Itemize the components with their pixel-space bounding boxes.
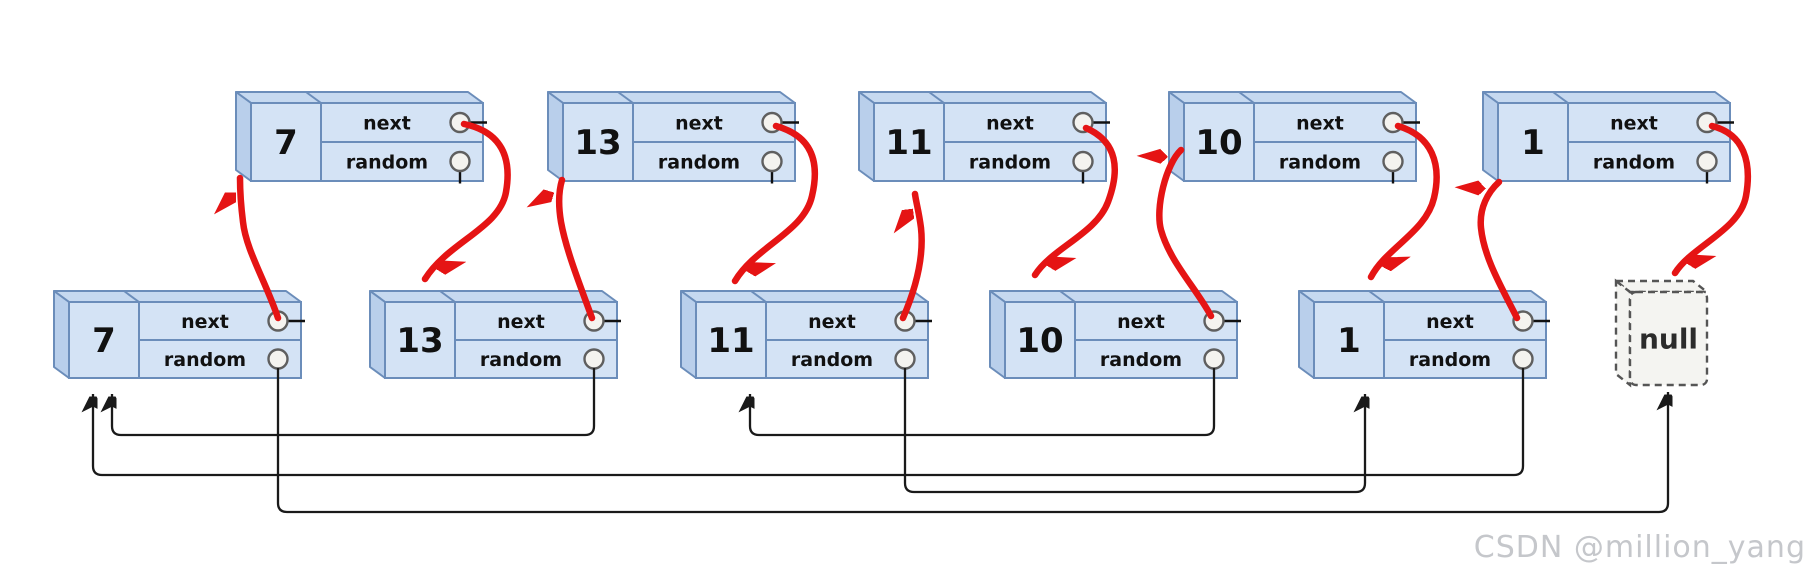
bottom-node-1: 1 next random <box>1298 290 1550 379</box>
box-top-face <box>1168 91 1417 104</box>
random-pointer-dot <box>1072 150 1094 173</box>
node-value: 11 <box>885 123 932 163</box>
box-left-face <box>858 91 875 182</box>
red-arrow-bottom-10-next-to-top-10 <box>1159 150 1215 320</box>
value-divider-top-edge <box>617 91 634 104</box>
box-left-face <box>1482 91 1499 182</box>
random-label: random <box>1279 152 1361 174</box>
red-arrow-top-13-next-to-bottom-11 <box>731 122 819 285</box>
box-top-face <box>235 91 484 104</box>
value-divider-top-edge <box>305 91 322 104</box>
node-value: 10 <box>1195 123 1242 163</box>
null-box <box>1628 290 1709 387</box>
box-top-face <box>680 290 929 303</box>
node-value: 10 <box>1016 321 1063 361</box>
random-label: random <box>791 349 873 371</box>
node-value: 13 <box>396 321 443 361</box>
next-label: next <box>1426 311 1474 333</box>
box-left-face <box>53 290 70 379</box>
random-pointer-dot <box>1203 348 1225 370</box>
red-arrow-bottom-11-next-to-top-11 <box>903 190 925 322</box>
box-left-face <box>989 290 1006 379</box>
random-pointer-dot <box>583 348 605 370</box>
null-label: null <box>1639 323 1698 356</box>
next-label: next <box>1296 113 1344 135</box>
next-label: next <box>675 113 723 135</box>
node-value: 1 <box>1521 123 1545 163</box>
box-left-face <box>680 290 697 379</box>
next-label: next <box>808 311 856 333</box>
null-box-top-face <box>1612 279 1711 294</box>
random-pointer-dot <box>267 348 289 370</box>
value-divider-top-edge <box>750 290 767 303</box>
random-pointer-dot <box>1382 150 1404 173</box>
top-node-10: 10 next random <box>1168 91 1420 184</box>
red-arrow-top-10-next-to-bottom-1 <box>1367 122 1440 281</box>
node-value: 1 <box>1337 321 1361 361</box>
next-label: next <box>363 113 411 135</box>
random-label: random <box>164 349 246 371</box>
random-pointer-dot <box>894 348 916 370</box>
red-arrow-top-1-next-to-null <box>1671 122 1752 277</box>
next-label: next <box>1117 311 1165 333</box>
random-pointer-dot <box>761 150 783 173</box>
random-label: random <box>480 349 562 371</box>
random-link-bottom-13-to-bottom-7 <box>112 368 596 437</box>
box-left-face <box>547 91 564 182</box>
node-value: 7 <box>92 321 116 361</box>
next-label: next <box>986 113 1034 135</box>
random-label: random <box>1593 152 1675 174</box>
box-left-face <box>369 290 386 379</box>
value-divider-top-edge <box>928 91 945 104</box>
value-divider-top-edge <box>123 290 140 303</box>
random-label: random <box>1409 349 1491 371</box>
box-top-face <box>1482 91 1731 104</box>
box-top-face <box>858 91 1107 104</box>
top-node-7: 7 next random <box>235 91 487 184</box>
box-top-face <box>547 91 796 104</box>
null-box-left-face <box>1614 278 1632 388</box>
value-divider-top-edge <box>439 290 456 303</box>
box-left-face <box>235 91 252 182</box>
random-label: random <box>1100 349 1182 371</box>
bottom-node-10: 10 next random <box>989 290 1241 379</box>
red-arrow-top-11-next-to-bottom-10 <box>1031 124 1118 279</box>
random-label: random <box>346 152 428 174</box>
random-link-bottom-10-to-bottom-11 <box>750 368 1216 437</box>
value-divider-top-edge <box>1552 91 1569 104</box>
box-left-face <box>1298 290 1315 379</box>
bottom-node-11: 11 next random <box>680 290 932 379</box>
red-arrow-bottom-7-next-to-top-7 <box>240 174 282 322</box>
top-node-11: 11 next random <box>858 91 1110 184</box>
random-link-bottom-11-to-bottom-1 <box>903 368 1365 494</box>
next-label: next <box>1610 113 1658 135</box>
value-divider-top-edge <box>1059 290 1076 303</box>
top-node-13: 13 next random <box>547 91 799 184</box>
random-pointer-dot <box>1512 348 1534 370</box>
watermark: CSDN @million_yang <box>1474 530 1806 565</box>
node-value: 7 <box>274 123 298 163</box>
bottom-node-7: 7 next random <box>53 290 305 379</box>
next-label: next <box>497 311 545 333</box>
node-value: 13 <box>574 123 621 163</box>
random-link-bottom-1-to-bottom-7 <box>93 368 1525 477</box>
random-link-bottom-7-to-null <box>276 368 1668 514</box>
top-node-1: 1 next random <box>1482 91 1734 184</box>
next-label: next <box>181 311 229 333</box>
random-pointer-dot <box>449 150 471 173</box>
value-divider-top-edge <box>1238 91 1255 104</box>
red-arrow-bottom-1-next-to-top-1 <box>1481 182 1521 322</box>
random-label: random <box>969 152 1051 174</box>
random-label: random <box>658 152 740 174</box>
value-divider-top-edge <box>1368 290 1385 303</box>
bottom-node-13: 13 next random <box>369 290 621 379</box>
red-arrow-bottom-13-next-to-top-13 <box>559 176 596 322</box>
box-top-face <box>53 290 302 303</box>
node-value: 11 <box>707 321 754 361</box>
red-arrow-top-7-next-to-bottom-13 <box>421 120 511 283</box>
random-pointer-dot <box>1696 150 1718 173</box>
